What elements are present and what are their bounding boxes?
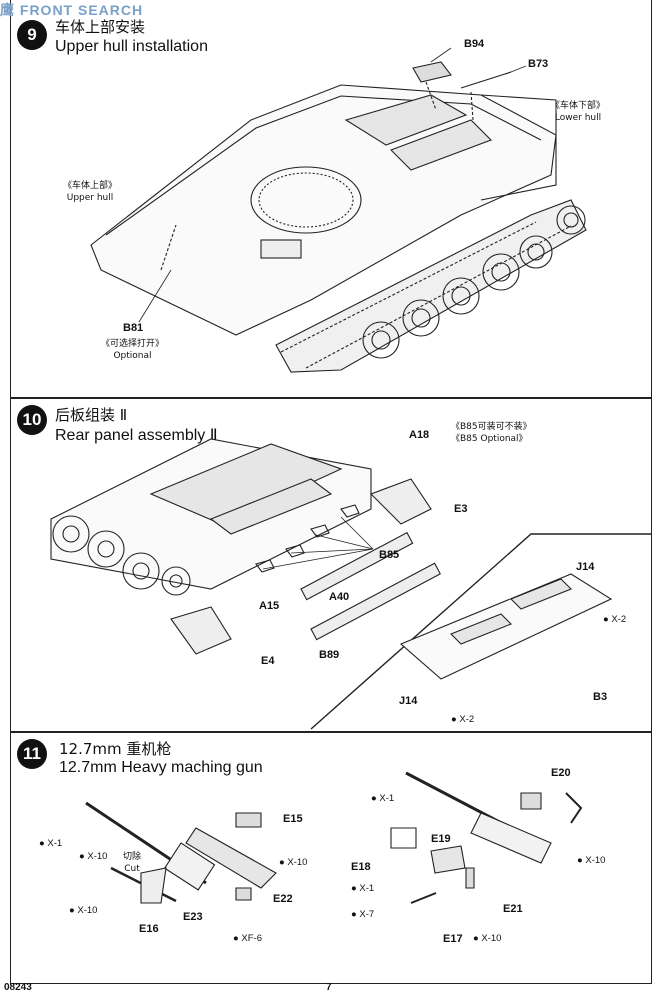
marker-text: X-10 <box>585 855 606 866</box>
note-b85-optional: 《B85可装可不装》 《B85 Optional》 <box>451 421 532 445</box>
marker-text: XF-6 <box>241 933 262 944</box>
step-title-en: Rear panel assembly Ⅱ <box>55 427 218 444</box>
note-en: Cut <box>124 864 140 874</box>
part-label-e16: E16 <box>139 923 159 935</box>
part-label-e23: E23 <box>183 911 203 923</box>
paint-marker-x2: ● X-2 <box>451 714 475 725</box>
rear-panel-drawing <box>50 438 651 730</box>
part-label-e15: E15 <box>283 813 303 825</box>
part-label-e19: E19 <box>431 833 451 845</box>
step-number-badge: 9 <box>17 20 47 50</box>
note-en: Upper hull <box>66 193 114 203</box>
paint-marker: ● X-10 <box>473 933 502 944</box>
upper-hull-drawing <box>90 47 587 373</box>
step-10-panel: 10 后板组装 Ⅱ Rear panel assembly Ⅱ <box>10 398 652 732</box>
step-number-badge: 11 <box>17 739 47 769</box>
part-label-b81: B81 <box>123 322 144 334</box>
part-label-b73: B73 <box>528 58 549 70</box>
note-optional: 《可选择打开》 Optional <box>101 338 164 362</box>
note-en: 《B85 Optional》 <box>451 434 528 444</box>
note-en: Optional <box>113 351 152 361</box>
marker-text: X-1 <box>47 838 63 849</box>
note-lower-hull: 《车体下部》 Lower hull <box>551 100 605 124</box>
part-label-e22: E22 <box>273 893 293 905</box>
part-label-j14-top: J14 <box>576 561 595 573</box>
marker-text: X-1 <box>359 883 375 894</box>
paint-marker: ● X-10 <box>79 851 108 862</box>
part-label-e17: E17 <box>443 933 463 945</box>
part-label-e3: E3 <box>454 503 468 515</box>
watermark: 鹰 FRONT SEARCH <box>0 2 144 18</box>
part-label-a40: A40 <box>329 591 350 603</box>
step-title-zh: 车体上部安装 <box>55 18 146 36</box>
paint-marker-x2: ● X-2 <box>603 614 627 625</box>
step-title-en: 12.7mm Heavy maching gun <box>59 759 263 776</box>
part-label-e18: E18 <box>351 861 371 873</box>
paint-marker: ● X-1 <box>371 793 395 804</box>
note-zh: 切除 <box>123 852 142 862</box>
step-9-panel: 9 车体上部安装 Upper hull installation <box>10 0 652 398</box>
marker-text: X-7 <box>359 909 375 920</box>
part-label-a15: A15 <box>259 600 280 612</box>
step-title-zh: 12.7mm 重机枪 <box>59 740 172 758</box>
marker-text: X-1 <box>379 793 395 804</box>
part-label-e20: E20 <box>551 767 571 779</box>
paint-marker: ● X-1 <box>39 838 63 849</box>
marker-text: X-2 <box>611 614 627 625</box>
note-en: Lower hull <box>554 113 602 123</box>
marker-text: X-2 <box>459 714 475 725</box>
note-zh: 《B85可装可不装》 <box>451 422 532 432</box>
paint-marker: ● X-10 <box>279 857 308 868</box>
paint-marker: ● XF-6 <box>233 933 262 944</box>
step-title-zh: 后板组装 Ⅱ <box>55 406 128 424</box>
marker-text: X-10 <box>87 851 108 862</box>
paint-marker: ● X-1 <box>351 883 375 894</box>
page-number: 7 <box>326 982 332 993</box>
part-label-b94: B94 <box>464 38 485 50</box>
part-label-e4: E4 <box>261 655 275 667</box>
note-zh: 《车体下部》 <box>551 101 606 111</box>
step-title-en: Upper hull installation <box>55 38 208 55</box>
part-label-b85: B85 <box>379 549 400 561</box>
paint-marker: ● X-10 <box>577 855 606 866</box>
part-label-b3: B3 <box>593 691 608 703</box>
part-label-e21: E21 <box>503 903 523 915</box>
footer-code: 08243 <box>4 982 32 993</box>
marker-text: X-10 <box>77 905 98 916</box>
part-label-b89: B89 <box>319 649 340 661</box>
note-zh: 《可选择打开》 <box>101 339 165 349</box>
note-upper-hull: 《车体上部》 Upper hull <box>63 180 117 204</box>
paint-marker: ● X-10 <box>69 905 98 916</box>
step-11-panel: 11 12.7mm 重机枪 12.7mm Heavy maching gun E… <box>10 732 652 984</box>
heavy-machine-gun-drawing <box>85 771 583 904</box>
marker-text: X-10 <box>287 857 308 868</box>
step-number-badge: 10 <box>17 405 47 435</box>
marker-text: X-10 <box>481 933 502 944</box>
part-label-j14-bottom: J14 <box>399 695 418 707</box>
note-cut: 切除 Cut <box>123 851 141 875</box>
paint-marker: ● X-7 <box>351 909 375 920</box>
note-zh: 《车体上部》 <box>63 181 118 191</box>
part-label-a18: A18 <box>409 429 430 441</box>
